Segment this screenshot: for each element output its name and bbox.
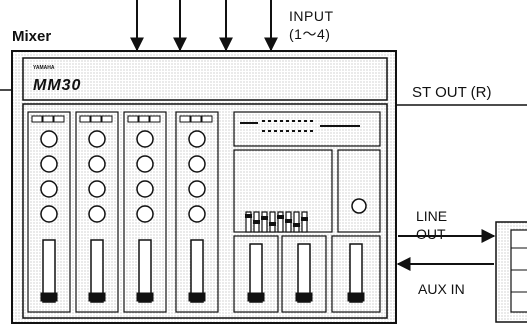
master-fader-2-slot [297,243,311,303]
master-fader-1-cap[interactable] [247,292,265,302]
master-fader-3-slot [349,243,363,303]
channel-1-knob-1[interactable] [40,130,58,148]
aux-in-label: AUX IN [418,281,465,297]
input-range-label: (1～4) [289,26,331,42]
channel-3-fader-slot [138,239,152,303]
channel-1-fader-cap[interactable] [40,292,58,302]
channel-3-fader-cap[interactable] [136,292,154,302]
channel-strip-2 [75,111,119,313]
channel-strips [27,111,219,313]
channel-1-knob-3[interactable] [40,180,58,198]
channel-3-knob-2[interactable] [136,155,154,173]
channel-2-knob-3[interactable] [88,180,106,198]
line-out-label-line1: LINE [416,208,448,224]
master-knob-panel [337,149,381,233]
master-fader-1-slot [249,243,263,303]
channel-4-fader-cap[interactable] [188,292,206,302]
mixer-label: Mixer [12,28,52,45]
master-section [233,111,381,313]
external-device [495,221,527,323]
channel-4-knob-1[interactable] [188,130,206,148]
channel-strip-1 [27,111,71,313]
input-arrows [130,0,278,52]
return-knob[interactable] [351,198,367,214]
st-out-label: ST OUT (R) [412,84,492,101]
master-fader-2-cap[interactable] [295,292,313,302]
channel-2-fader-slot [90,239,104,303]
channel-4-knob-4[interactable] [188,205,206,223]
channel-3-knob-3[interactable] [136,180,154,198]
line-out-label-line2: OUT [416,226,446,242]
channel-3-knob-4[interactable] [136,205,154,223]
channel-2-knob-2[interactable] [88,155,106,173]
channel-2-fader-cap[interactable] [88,292,106,302]
channel-2-knob-1[interactable] [88,130,106,148]
channel-4-knob-2[interactable] [188,155,206,173]
channel-2-knob-4[interactable] [88,205,106,223]
master-fader-3-cap[interactable] [347,292,365,302]
input-label: INPUT [289,8,334,24]
channel-4-fader-slot [190,239,204,303]
model-logo: MM30 [33,77,82,94]
channel-3-knob-1[interactable] [136,130,154,148]
channel-1-knob-2[interactable] [40,155,58,173]
channel-strip-3 [123,111,167,313]
meter-leds [240,120,360,132]
channel-1-knob-4[interactable] [40,205,58,223]
brand-logo: YAMAHA [33,65,55,71]
mixer-top-panel [22,57,388,101]
channel-strip-4 [175,111,219,313]
meter-display [233,111,381,147]
channel-4-knob-3[interactable] [188,180,206,198]
channel-1-fader-slot [42,239,56,303]
